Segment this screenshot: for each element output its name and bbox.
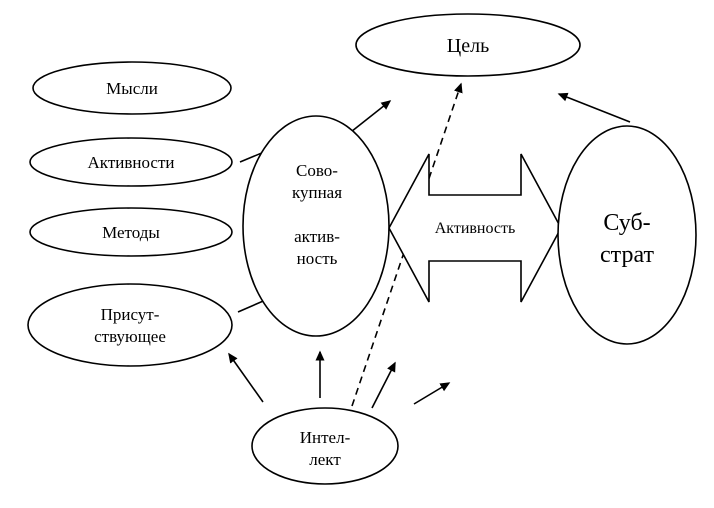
goal-label: Цель: [447, 35, 489, 57]
intellect-label-line2: лект: [309, 450, 341, 469]
activities-label: Активности: [88, 153, 175, 172]
thoughts-ellipse: [32, 61, 232, 115]
arrow-intellect-far-right: [413, 382, 451, 405]
present-label-line2: ствующее: [94, 327, 166, 346]
node-methods: Методы: [29, 207, 233, 257]
methods-ellipse: [29, 207, 233, 257]
substrate-label-line1: Суб-: [603, 210, 650, 236]
node-present: Присут- ствующее: [27, 283, 233, 367]
aggregate-label-line3: актив-: [294, 227, 340, 246]
aggregate-label-line2: купная: [292, 183, 342, 202]
arrow-intellect-to-present: [228, 352, 264, 403]
goal-ellipse: [355, 13, 581, 77]
node-activity-connector: Активность: [388, 153, 562, 303]
node-goal: Цель: [355, 13, 581, 77]
aggregate-label-line4: ность: [297, 249, 338, 268]
activity-connector-label: Активность: [435, 220, 516, 237]
arrow-intellect-up-right: [371, 361, 396, 409]
node-aggregate: Сово- купная актив- ность: [242, 115, 390, 337]
thoughts-label: Мысли: [106, 79, 158, 98]
activities-ellipse: [29, 137, 233, 187]
aggregate-label-line1: Сово-: [296, 161, 338, 180]
node-thoughts: Мысли: [32, 61, 232, 115]
intellect-ellipse: [251, 407, 399, 485]
intellect-label-line1: Интел-: [300, 428, 351, 447]
present-label-line1: Присут-: [101, 305, 160, 324]
arrow-substrate-to-goal: [557, 92, 631, 123]
node-intellect: Интел- лект: [251, 407, 399, 485]
node-activities: Активности: [29, 137, 233, 187]
methods-label: Методы: [102, 223, 160, 242]
substrate-label-line2: страт: [600, 242, 654, 268]
substrate-ellipse: [557, 125, 697, 345]
aggregate-ellipse: [242, 115, 390, 337]
node-substrate: Суб- страт: [557, 125, 697, 345]
present-ellipse: [27, 283, 233, 367]
